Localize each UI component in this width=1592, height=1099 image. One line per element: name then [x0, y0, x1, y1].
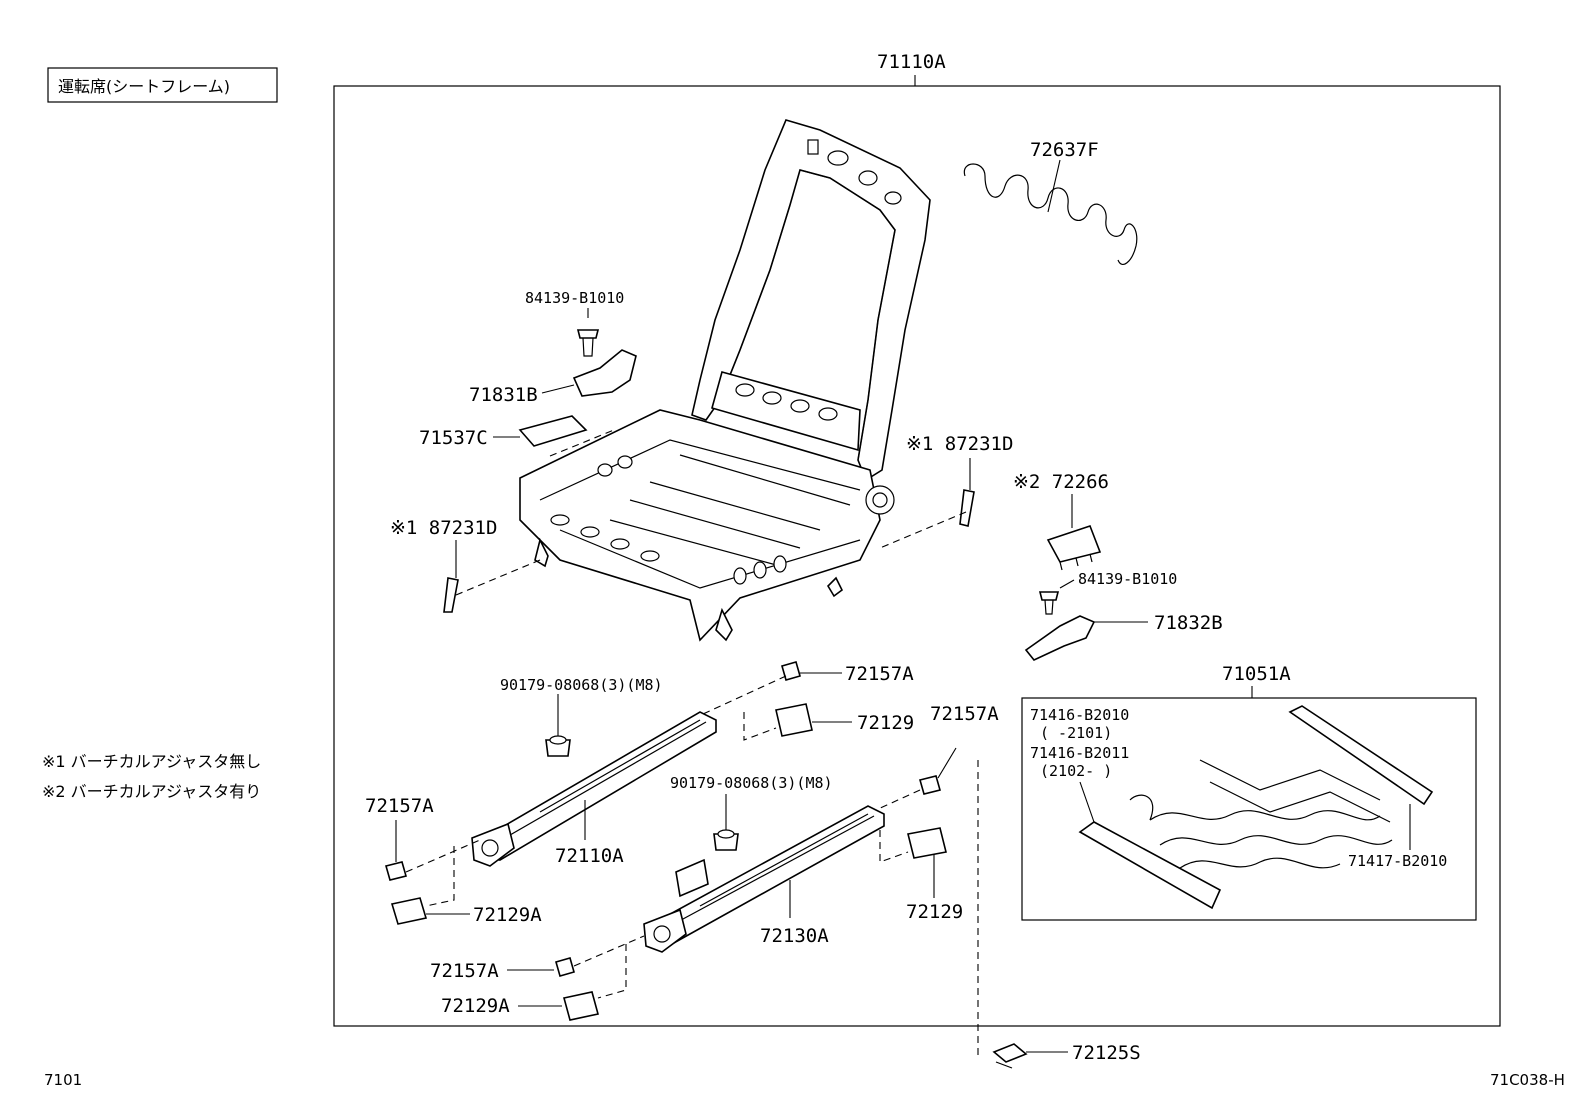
- assembly-frame: [333, 85, 1501, 1027]
- label-72130A: 72130A: [760, 925, 829, 947]
- cover-87231D-right: ※1 87231D: [879, 433, 1013, 549]
- clip-72129-top: 72129: [743, 703, 914, 741]
- sub-item-1: 71416-B2010: [1030, 706, 1129, 724]
- label-90179-left: 90179-08068(3)(M8): [500, 676, 663, 694]
- label-72110A: 72110A: [555, 845, 624, 867]
- label-71832B: 71832B: [1154, 612, 1223, 634]
- sub-item-4: (2102- ): [1040, 762, 1112, 780]
- clip-84139-top: 84139-B1010: [525, 289, 624, 357]
- label-72129-right: 72129: [906, 901, 963, 923]
- label-72129-top: 72129: [857, 712, 914, 734]
- label-72157A-mid: 72157A: [930, 703, 999, 725]
- label-71110A: 71110A: [877, 51, 946, 73]
- label-71051A: 71051A: [1222, 663, 1291, 685]
- clip-72157A-left: 72157A: [365, 795, 481, 881]
- clip-72157A-bottom: 72157A: [430, 935, 645, 982]
- sub-item-2: ( -2101): [1040, 724, 1112, 742]
- label-87231D-left: ※1 87231D: [390, 517, 497, 539]
- rail-72110A: 72110A: [471, 711, 717, 867]
- spring-72637F: 72637F: [963, 139, 1138, 265]
- part-72266: ※2 72266: [1013, 471, 1109, 571]
- note-1: ※1 バーチカルアジャスタ無し: [42, 752, 261, 771]
- figure-code: 71C038-H: [1490, 1071, 1565, 1089]
- label-72129A-lower: 72129A: [441, 995, 510, 1017]
- clip-72157A-top: 72157A: [689, 661, 914, 721]
- label-84139-top: 84139-B1010: [525, 289, 624, 307]
- label-90179-right: 90179-08068(3)(M8): [670, 774, 833, 792]
- sub-item-3: 71416-B2011: [1030, 744, 1129, 762]
- part-72125S: 72125S: [992, 1042, 1141, 1069]
- title-text: 運転席(シートフレーム): [58, 77, 230, 96]
- subassembly-71051A: 71051A 71416-B2010 ( -2101) 71416-B2011 …: [1021, 663, 1477, 921]
- label-72266: ※2 72266: [1013, 471, 1109, 493]
- sub-item-5: 71417-B2010: [1348, 852, 1447, 870]
- clip-72129-right: 72129: [879, 827, 963, 923]
- bracket-71831B: 71831B: [469, 349, 637, 406]
- label-72157A-bottom: 72157A: [430, 960, 499, 982]
- clip-72157A-mid: 72157A: [875, 703, 999, 1060]
- title-box: 運転席(シートフレーム): [47, 67, 278, 103]
- label-72157A-top: 72157A: [845, 663, 914, 685]
- pad-71537C: 71537C: [419, 415, 615, 457]
- page-code: 7101: [44, 1071, 82, 1089]
- nut-90179-left: 90179-08068(3)(M8): [500, 676, 663, 757]
- label-71831B: 71831B: [469, 384, 538, 406]
- label-87231D-right: ※1 87231D: [906, 433, 1013, 455]
- rail-72130A: 72130A: [643, 805, 885, 953]
- label-72157A-left: 72157A: [365, 795, 434, 817]
- clip-72129A-lower: 72129A: [441, 944, 627, 1021]
- seat-frame: [519, 119, 931, 642]
- label-72637F: 72637F: [1030, 139, 1099, 161]
- nut-90179-right: 90179-08068(3)(M8): [670, 774, 833, 851]
- label-84139-right: 84139-B1010: [1078, 570, 1177, 588]
- label-72129A-upper: 72129A: [473, 904, 542, 926]
- label-71537C: 71537C: [419, 427, 488, 449]
- bracket-71832B: 71832B: [1024, 612, 1223, 661]
- clip-84139-right: 84139-B1010: [1038, 570, 1177, 615]
- label-72125S: 72125S: [1072, 1042, 1141, 1064]
- note-2: ※2 バーチカルアジャスタ有り: [42, 782, 261, 801]
- clip-72129A-upper: 72129A: [390, 846, 542, 926]
- cover-87231D-left: ※1 87231D: [390, 517, 541, 613]
- notes: ※1 バーチカルアジャスタ無し ※2 バーチカルアジャスタ有り: [42, 752, 261, 801]
